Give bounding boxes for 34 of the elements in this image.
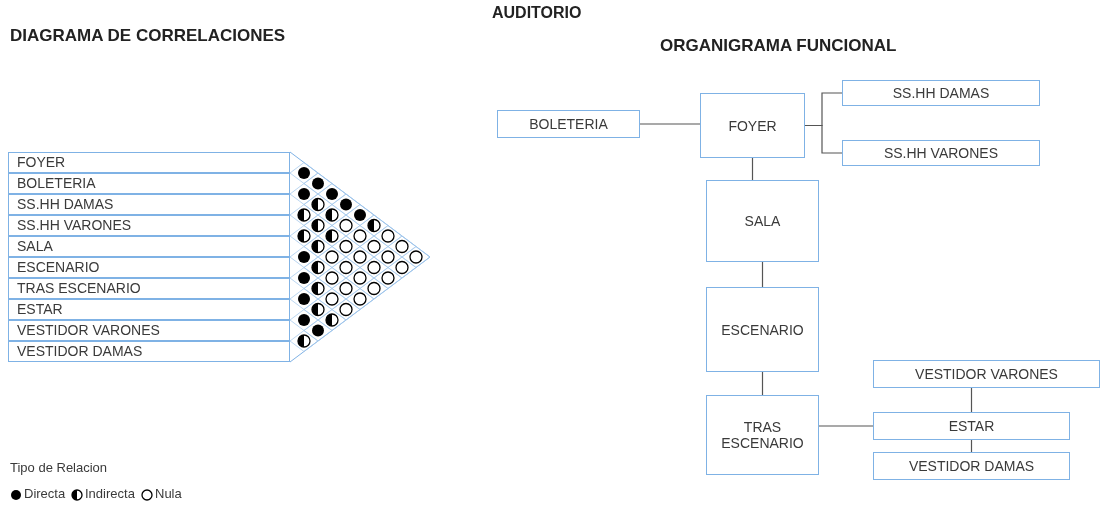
section-heading: DIAGRAMA DE CORRELACIONES <box>10 26 286 46</box>
connector-line <box>818 425 874 427</box>
matrix-row-label: VESTIDOR DAMAS <box>8 341 290 362</box>
org-box: SS.HH VARONES <box>842 140 1040 166</box>
org-box: VESTIDOR VARONES <box>873 360 1100 388</box>
legend-heading: Tipo de Relacion <box>10 460 108 475</box>
connector-line <box>761 371 764 396</box>
connector-line <box>751 157 754 181</box>
matrix-row-label: SS.HH DAMAS <box>8 194 290 215</box>
org-box: ESTAR <box>873 412 1070 440</box>
matrix-row-label: SALA <box>8 236 290 257</box>
matrix-row-label: ESTAR <box>8 299 290 320</box>
connector-line <box>970 387 973 413</box>
connector-line <box>804 124 843 154</box>
org-box: SALA <box>706 180 819 262</box>
connector-line <box>639 123 701 125</box>
diagram-title: AUDITORIO <box>492 4 582 22</box>
matrix-row-label: SS.HH VARONES <box>8 215 290 236</box>
org-box: FOYER <box>700 93 805 158</box>
matrix-row-label: FOYER <box>8 152 290 173</box>
org-box: BOLETERIA <box>497 110 640 138</box>
matrix-row-label: BOLETERIA <box>8 173 290 194</box>
matrix-row-label: VESTIDOR VARONES <box>8 320 290 341</box>
section-heading: ORGANIGRAMA FUNCIONAL <box>660 36 897 56</box>
legend-label: Nula <box>155 486 182 501</box>
legend-label: Indirecta <box>85 486 135 501</box>
org-box: ESCENARIO <box>706 287 819 372</box>
matrix-row-label: ESCENARIO <box>8 257 290 278</box>
matrix-row-label: TRAS ESCENARIO <box>8 278 290 299</box>
org-box: TRAS ESCENARIO <box>706 395 819 475</box>
connector-line <box>761 261 764 288</box>
legend-label: Directa <box>24 486 66 501</box>
org-box: VESTIDOR DAMAS <box>873 452 1070 480</box>
org-box: SS.HH DAMAS <box>842 80 1040 106</box>
